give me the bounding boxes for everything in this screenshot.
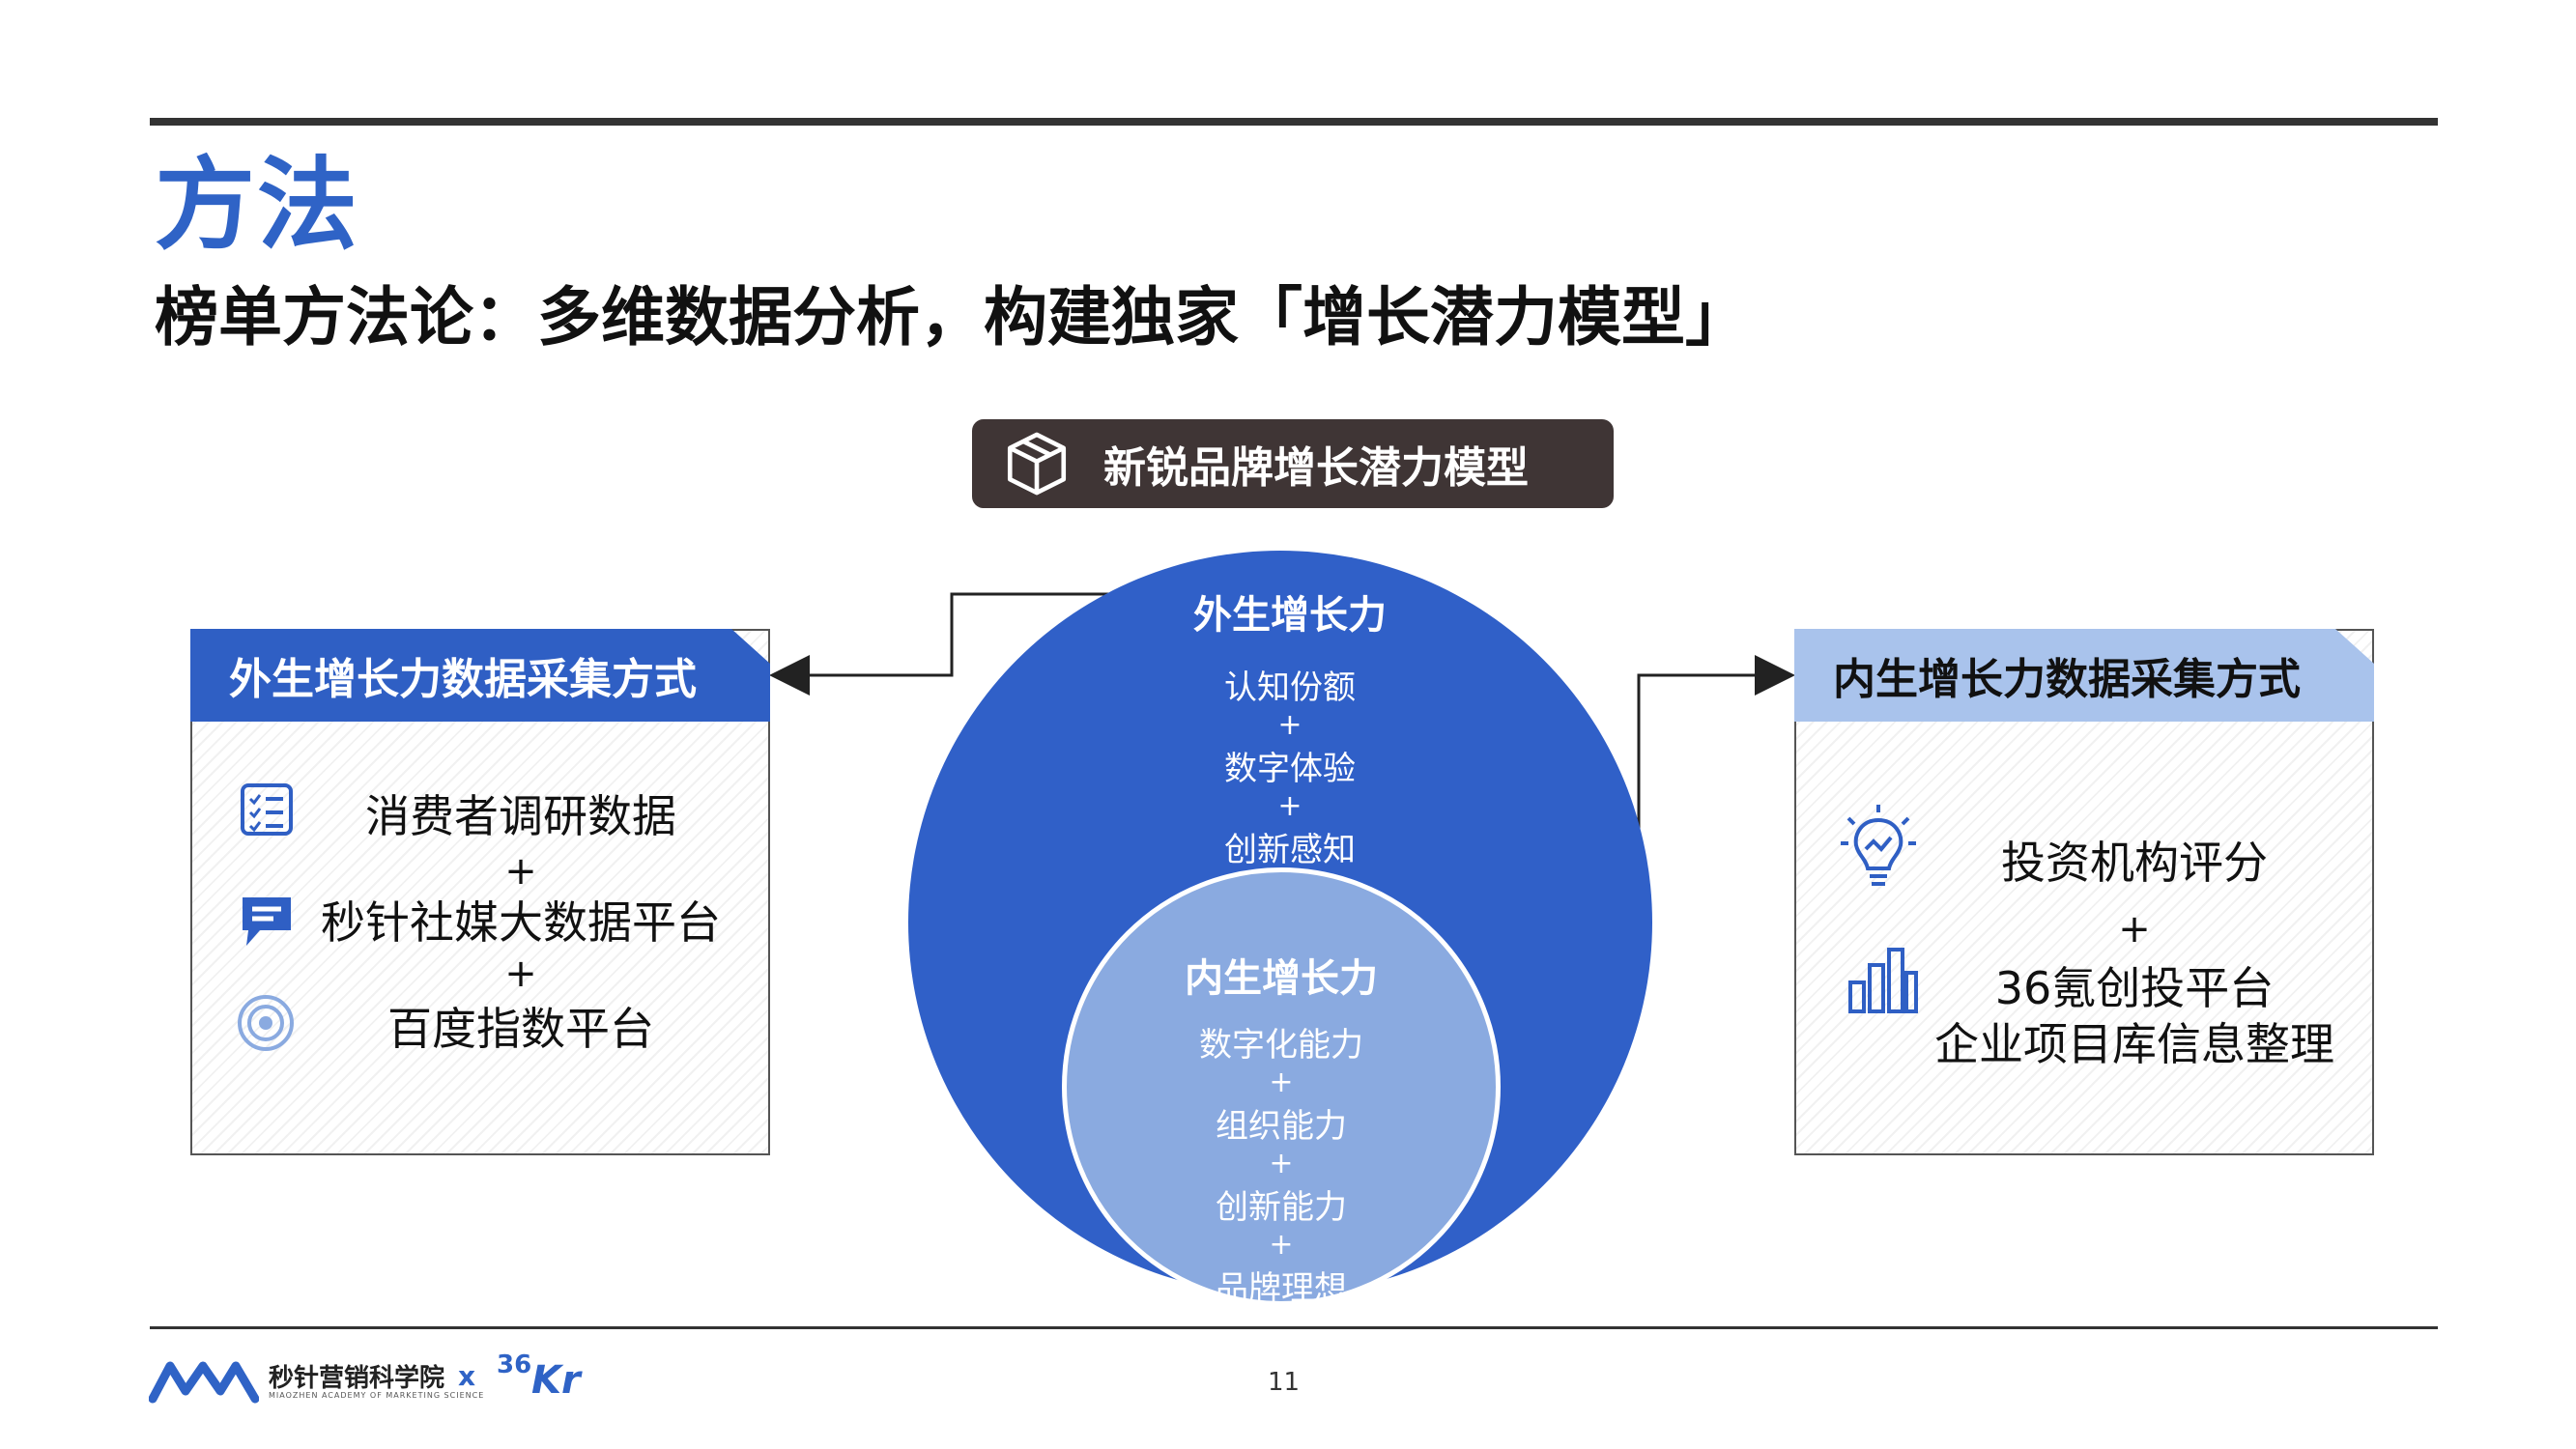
endogenous-factor: 品牌理想 xyxy=(1216,1269,1347,1308)
miaozhen-logo xyxy=(149,1361,259,1404)
exogenous-factor: 创新感知 xyxy=(1224,831,1356,869)
bottom-rule xyxy=(150,1326,2438,1329)
cube-icon xyxy=(1007,432,1067,496)
bar-chart-icon xyxy=(1848,948,1918,1013)
top-rule xyxy=(150,118,2438,126)
left-panel-header-bg xyxy=(190,629,770,722)
checklist-icon xyxy=(241,783,293,836)
exogenous-growth-title: 外生增长力 xyxy=(1193,593,1387,638)
page-subtitle: 榜单方法论：多维数据分析，构建独家「增长潜力模型」 xyxy=(155,280,1749,355)
endogenous-data-panel: 内生增长力数据采集方式 投资机构评分 + 36氪创投平台 企业项目库信息整理 xyxy=(1794,629,2374,1155)
left-panel-header: 外生增长力数据采集方式 xyxy=(190,629,770,722)
target-icon xyxy=(238,995,294,1051)
endogenous-growth-title: 内生增长力 xyxy=(1185,956,1378,1001)
factor-plus: + xyxy=(1277,708,1302,742)
partner-logo-text: Kr xyxy=(531,1358,581,1403)
factor-plus: + xyxy=(1269,1065,1294,1099)
chat-bubble-icon xyxy=(243,897,291,946)
footer-brand: 秒针营销科学院 xyxy=(269,1364,445,1393)
right-item-3: 企业项目库信息整理 xyxy=(1934,1018,2334,1070)
partner-logo-number: 36 xyxy=(497,1350,532,1379)
model-label: 新锐品牌增长潜力模型 xyxy=(1103,443,1529,493)
left-plus-1: + xyxy=(504,849,537,894)
endogenous-factor: 组织能力 xyxy=(1216,1107,1347,1146)
page-number: 11 xyxy=(1268,1368,1301,1397)
exogenous-factor: 认知份额 xyxy=(1224,668,1356,707)
factor-plus: + xyxy=(1269,1147,1294,1180)
left-panel-title: 外生增长力数据采集方式 xyxy=(229,655,697,704)
right-panel-header-bg xyxy=(1794,629,2374,722)
page-title: 方法 xyxy=(155,146,360,264)
left-item-3: 百度指数平台 xyxy=(387,1003,654,1055)
right-plus-1: + xyxy=(2118,907,2151,952)
right-item-1: 投资机构评分 xyxy=(2001,837,2268,889)
exogenous-growth-content: 外生增长力 认知份额 + 数字体验 + 创新感知 xyxy=(1097,583,1483,870)
right-panel-header: 内生增长力数据采集方式 xyxy=(1794,629,2374,722)
model-header: 新锐品牌增长潜力模型 xyxy=(972,419,1614,508)
endogenous-growth-content: 内生增长力 数字化能力 + 组织能力 + 创新能力 + 品牌理想 xyxy=(1088,947,1474,1309)
endogenous-growth-circle xyxy=(1062,867,1501,1306)
right-item-2: 36氪创投平台 xyxy=(1994,962,2275,1014)
factor-plus: + xyxy=(1277,789,1302,823)
factor-plus: + xyxy=(1269,1228,1294,1262)
right-panel-title: 内生增长力数据采集方式 xyxy=(1833,655,2301,704)
left-item-1: 消费者调研数据 xyxy=(365,790,676,842)
exogenous-data-panel: 外生增长力数据采集方式 消费者调研数据 + 秒针社媒大数据平台 + 百度指数平台 xyxy=(190,629,770,1155)
endogenous-factor: 创新能力 xyxy=(1216,1188,1347,1227)
left-plus-2: + xyxy=(504,952,537,996)
lightbulb-icon xyxy=(1841,805,1916,886)
left-item-2: 秒针社媒大数据平台 xyxy=(321,896,721,949)
footer-x: x xyxy=(458,1360,476,1392)
footer-brand-sub: MIAOZHEN ACADEMY OF MARKETING SCIENCE xyxy=(269,1391,485,1400)
exogenous-factor: 数字体验 xyxy=(1224,750,1356,788)
endogenous-factor: 数字化能力 xyxy=(1199,1026,1363,1065)
